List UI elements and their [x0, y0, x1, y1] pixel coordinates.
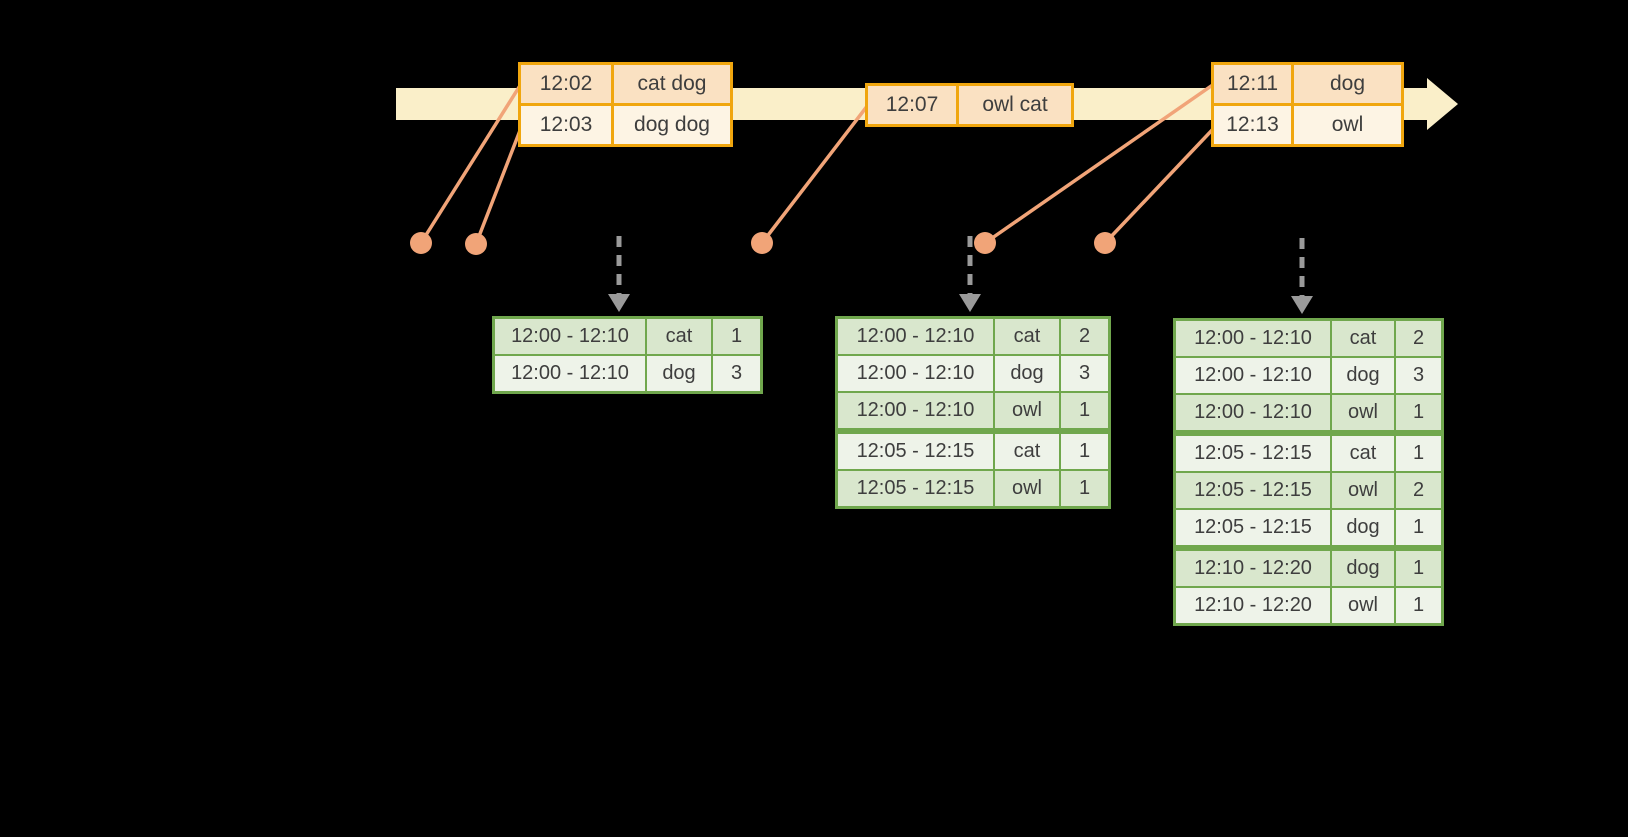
- window-cell: 12:00 - 12:10: [835, 391, 995, 434]
- word-cell: owl: [1330, 586, 1396, 626]
- word-cell: owl: [993, 391, 1061, 434]
- event-dot: [410, 232, 432, 254]
- word-cell: dog: [1330, 508, 1396, 551]
- count-cell: 1: [1059, 391, 1111, 434]
- window-cell: 12:05 - 12:15: [1173, 471, 1332, 510]
- word-cell: dog: [1330, 547, 1396, 588]
- event-connector-line: [474, 127, 523, 245]
- window-cell: 12:05 - 12:15: [1173, 432, 1332, 473]
- event-dot: [751, 232, 773, 254]
- trigger-arrow-icon: [608, 236, 630, 312]
- event-connector-line: [760, 103, 870, 245]
- count-cell: 1: [1394, 547, 1444, 588]
- event-dot: [465, 233, 487, 255]
- window-cell: 12:05 - 12:15: [835, 469, 995, 509]
- count-cell: 2: [1394, 318, 1444, 358]
- count-cell: 3: [711, 354, 763, 394]
- word-cell: cat: [1330, 432, 1396, 473]
- event-dot: [974, 232, 996, 254]
- count-cell: 3: [1059, 354, 1111, 393]
- timeline-arrowhead-icon: [1427, 78, 1458, 130]
- window-cell: 12:00 - 12:10: [492, 354, 647, 394]
- trigger-arrow-icon: [1291, 238, 1313, 314]
- event-words-cell: dog dog: [611, 103, 733, 147]
- count-cell: 2: [1394, 471, 1444, 510]
- trigger-arrow-icon: [959, 236, 981, 312]
- event-time-cell: 12:02: [518, 62, 614, 106]
- word-cell: cat: [1330, 318, 1396, 358]
- window-cell: 12:00 - 12:10: [1173, 356, 1332, 395]
- event-time-cell: 12:03: [518, 103, 614, 147]
- word-cell: owl: [1330, 393, 1396, 436]
- word-cell: cat: [645, 316, 713, 356]
- event-time-cell: 12:11: [1211, 62, 1294, 106]
- count-cell: 2: [1059, 316, 1111, 356]
- window-cell: 12:00 - 12:10: [1173, 318, 1332, 358]
- count-cell: 1: [711, 316, 763, 356]
- window-cell: 12:10 - 12:20: [1173, 547, 1332, 588]
- count-cell: 1: [1059, 430, 1111, 471]
- event-connector-line: [1103, 126, 1216, 245]
- count-cell: 1: [1394, 508, 1444, 551]
- event-dot: [1094, 232, 1116, 254]
- event-words-cell: owl: [1291, 103, 1404, 147]
- window-cell: 12:00 - 12:10: [1173, 393, 1332, 436]
- word-cell: dog: [1330, 356, 1396, 395]
- window-cell: 12:05 - 12:15: [1173, 508, 1332, 551]
- event-words-cell: owl cat: [956, 83, 1074, 127]
- count-cell: 1: [1394, 432, 1444, 473]
- count-cell: 1: [1059, 469, 1111, 509]
- word-cell: dog: [993, 354, 1061, 393]
- word-cell: cat: [993, 430, 1061, 471]
- event-words-cell: dog: [1291, 62, 1404, 106]
- window-cell: 12:00 - 12:10: [835, 354, 995, 393]
- word-cell: owl: [1330, 471, 1396, 510]
- count-cell: 1: [1394, 586, 1444, 626]
- event-time-cell: 12:07: [865, 83, 959, 127]
- window-cell: 12:05 - 12:15: [835, 430, 995, 471]
- event-words-cell: cat dog: [611, 62, 733, 106]
- count-cell: 3: [1394, 356, 1444, 395]
- window-cell: 12:00 - 12:10: [492, 316, 647, 356]
- word-cell: owl: [993, 469, 1061, 509]
- word-cell: dog: [645, 354, 713, 394]
- window-cell: 12:00 - 12:10: [835, 316, 995, 356]
- word-cell: cat: [993, 316, 1061, 356]
- event-time-cell: 12:13: [1211, 103, 1294, 147]
- count-cell: 1: [1394, 393, 1444, 436]
- window-cell: 12:10 - 12:20: [1173, 586, 1332, 626]
